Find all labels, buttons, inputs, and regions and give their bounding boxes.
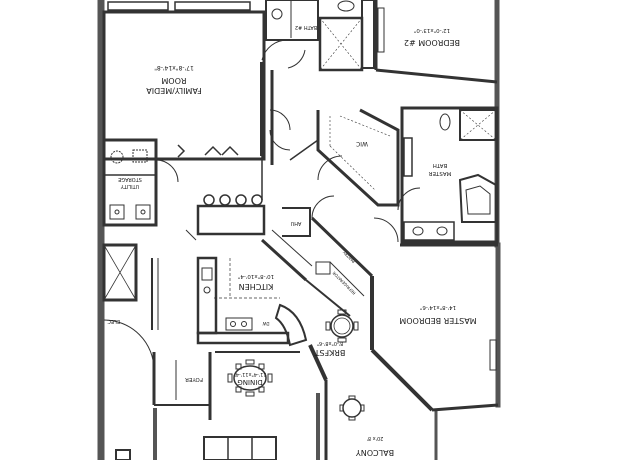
kitchen: 10'-8"x10'-4" KITCHEN DW (196, 194, 308, 347)
bath-2-label: BATH #2 (295, 24, 317, 30)
master-bath-label-line2: BATH (433, 162, 448, 168)
foyer: FOYER (185, 376, 203, 382)
bedroom-2: 12'-0"x13'-0" BEDROOM #2 (374, 0, 498, 84)
master-bedroom-dims: 14'-8"x14'-6" (420, 304, 456, 310)
dining-label-line2: 11'-4"x11'-4" (233, 371, 266, 377)
hallway-doors (185, 139, 343, 241)
balcony-label: BALCONY (356, 448, 394, 457)
kitchen-label: KITCHEN (239, 282, 274, 291)
family-room-label-line2: ROOM (161, 76, 186, 85)
brkfst-label: BRKFST (315, 348, 346, 357)
ahu-pantry: AHU PANTRY REFRIGERATOR (260, 195, 374, 317)
master-bath: MASTER BATH (397, 106, 499, 244)
utility-label-line1: UTILITY (120, 183, 140, 189)
ahu-label: AHU (290, 220, 301, 226)
balcony: 20'x 8' BALCONY (324, 380, 394, 460)
foyer-label: FOYER (185, 376, 203, 382)
master-bath-label-line1: MASTER (428, 170, 451, 176)
left-closets: ELEC (102, 243, 212, 420)
dw-label: DW (262, 321, 269, 326)
family-media-room: 17'-8"x14'-8" FAMILY/MEDIA ROOM (102, 1, 306, 165)
bedroom-2-dims: 12'-0"x13'-0" (414, 27, 450, 33)
bath-2: BATH #2 (265, 0, 375, 72)
family-room-dims: 17'-8"x14'-8" (154, 64, 194, 71)
dining-label-line1: DINING (237, 378, 262, 386)
kitchen-dims: 10'-8"x10'-4" (238, 273, 274, 279)
wic-closet: WIC (316, 108, 400, 207)
utility-label-line2: STORAGE (118, 176, 142, 182)
refrigerator-label: REFRIGERATOR (331, 270, 356, 295)
family-room-label-line1: FAMILY/MEDIA (146, 86, 202, 95)
wic-label: WIC (356, 140, 368, 147)
master-bedroom: 14'-8"x14'-6" MASTER BEDROOM (370, 217, 499, 412)
breakfast-nook: 8'-0"x8'-6" BRKFST (308, 276, 374, 381)
elec-label: ELEC (107, 318, 120, 324)
living-sofa (115, 436, 277, 461)
dining-room: DINING 11'-4"x11'-4" (215, 351, 300, 397)
bedroom-2-label: BEDROOM #2 (404, 38, 460, 47)
brkfst-dims: 8'-0"x8'-6" (317, 340, 344, 346)
master-bedroom-label: MASTER BEDROOM (399, 316, 476, 325)
utility-storage: UTILITY STORAGE (102, 138, 186, 227)
balcony-dims: 20'x 8' (367, 435, 384, 441)
